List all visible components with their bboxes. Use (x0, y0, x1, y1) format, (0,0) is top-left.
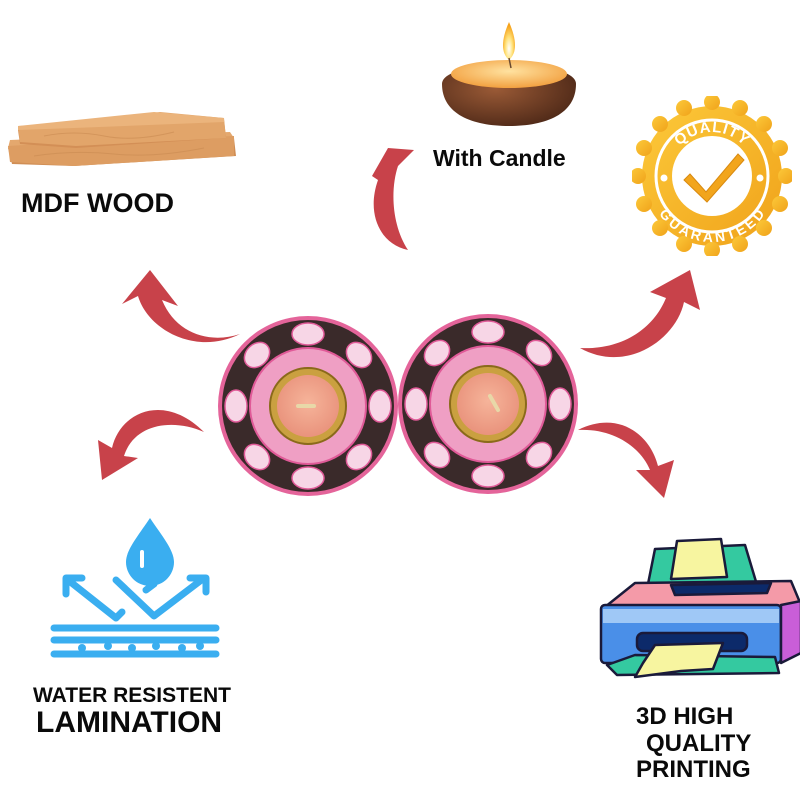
arrow-to-wood (122, 270, 240, 343)
product-tealight-holders (216, 312, 580, 498)
wood-label: MDF WOOD (21, 188, 174, 218)
water-resistant-icon (50, 516, 220, 661)
arrow-to-quality (580, 270, 700, 358)
candle-label: With Candle (433, 145, 566, 171)
water-label-line2: LAMINATION (36, 706, 223, 739)
printer-icon (595, 535, 800, 685)
printing-label-line2: QUALITY (646, 730, 752, 757)
printing-label-line3: PRINTING (636, 756, 751, 783)
wood-planks-icon (4, 96, 236, 166)
arrow-to-printing (578, 422, 674, 498)
arrow-to-candle (372, 148, 414, 250)
printing-label-line1: 3D HIGH (636, 703, 734, 730)
arrow-to-water (98, 409, 204, 480)
candle-icon (438, 18, 580, 128)
water-label-line1: WATER RESISTENT (33, 684, 231, 707)
quality-badge-icon: QUALITY GUARANTEED (632, 96, 792, 256)
